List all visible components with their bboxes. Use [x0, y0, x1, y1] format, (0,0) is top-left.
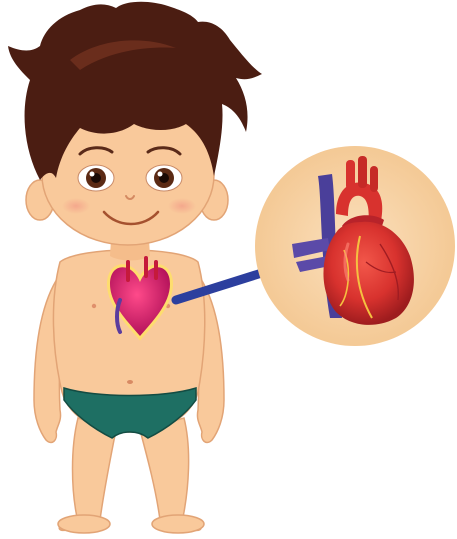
- child: [8, 2, 262, 533]
- left-cheek: [62, 198, 90, 214]
- right-eye: [146, 165, 182, 191]
- heart-callout: [255, 146, 455, 346]
- aorta-branch-3: [370, 166, 378, 192]
- aorta-branch-1: [346, 160, 355, 190]
- right-foot: [152, 515, 204, 533]
- aorta-branch-2: [358, 156, 367, 188]
- belly-button: [127, 380, 133, 384]
- right-cheek: [168, 198, 196, 214]
- left-eye: [78, 165, 114, 191]
- left-nipple: [92, 304, 96, 308]
- left-foot: [58, 515, 110, 533]
